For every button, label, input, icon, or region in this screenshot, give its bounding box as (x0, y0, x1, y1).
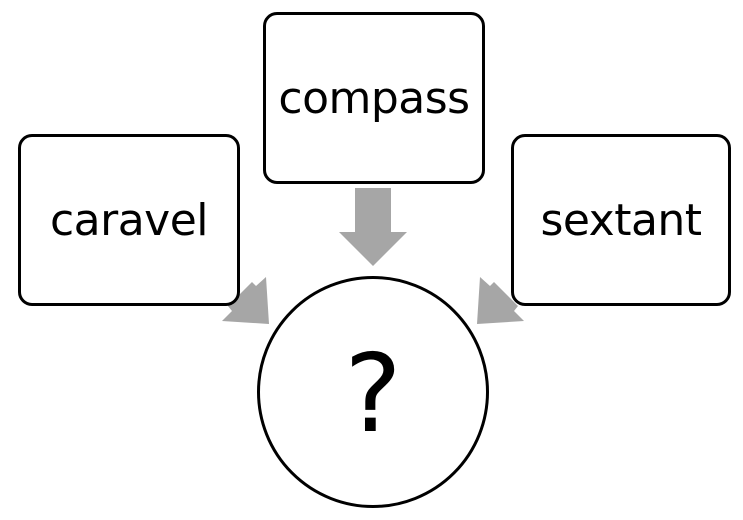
arrow-compass-to-center (339, 188, 407, 266)
node-compass-label: compass (278, 72, 470, 124)
node-compass: compass (263, 12, 485, 184)
arrow-caravel-to-center (222, 277, 269, 324)
node-sextant: sextant (511, 134, 731, 306)
node-caravel: caravel (18, 134, 240, 306)
node-sextant-label: sextant (540, 194, 702, 246)
node-caravel-label: caravel (49, 194, 209, 246)
question-mark: ? (344, 332, 402, 457)
center-circle: ? (257, 276, 489, 508)
arrow-sextant-to-center (477, 277, 524, 324)
